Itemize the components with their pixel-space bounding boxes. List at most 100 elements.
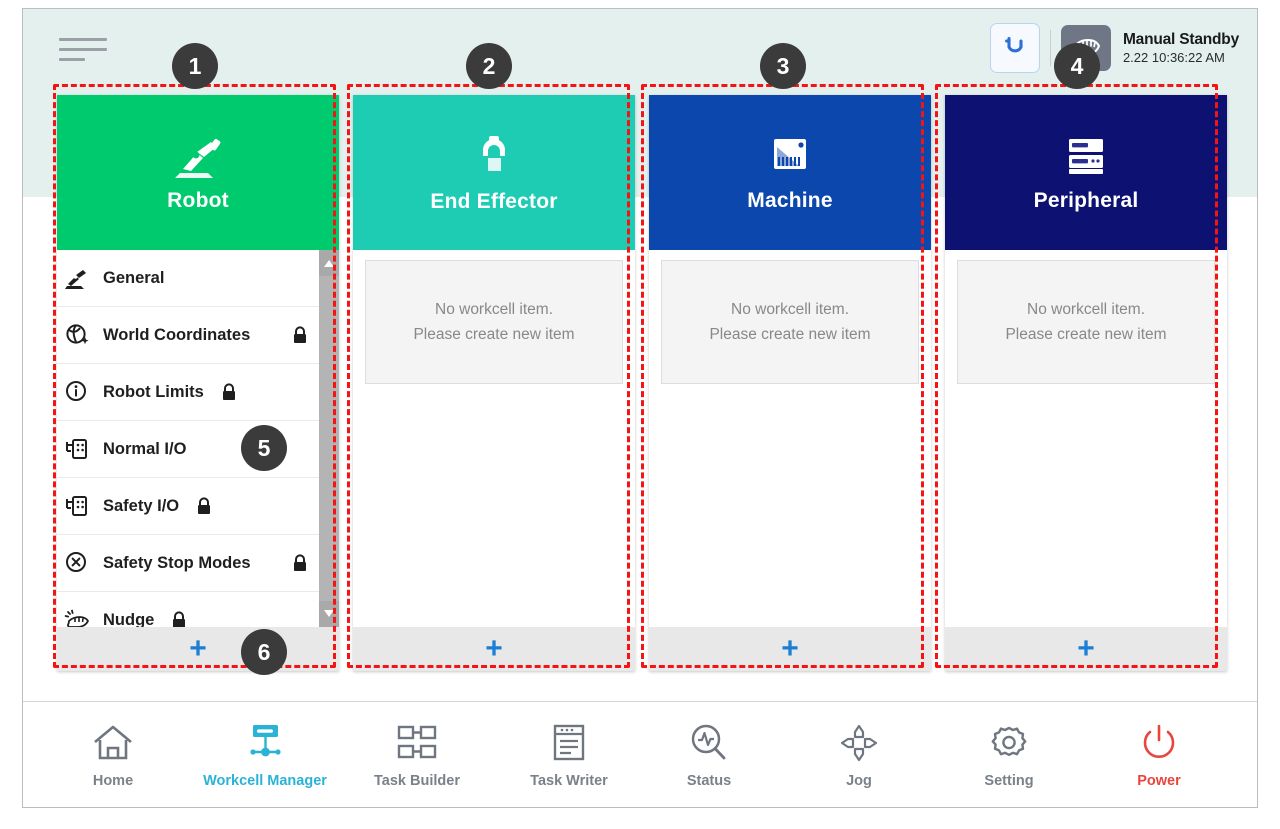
circular-arrow-glyph [1005,36,1023,53]
list-item-label: Safety Stop Modes [103,553,251,572]
gripper-icon [483,135,505,171]
empty-line-2: Please create new item [1005,325,1167,343]
plus-icon: + [1077,632,1095,665]
list-item-label: Safety I/O [103,496,180,515]
robot-arm-icon [175,138,221,178]
machine-icon [774,138,806,169]
nav-label: Jog [846,773,872,789]
nav-label: Workcell Manager [203,773,327,789]
jog-dpad-icon [836,720,882,766]
list-item-label: Robot Limits [103,382,204,401]
power-icon [1136,720,1182,766]
menu-line [59,57,85,61]
empty-state-end-effector: No workcell item. Please create new item [365,260,623,384]
nav-label: Power [1137,773,1181,789]
io-port-icon [63,492,91,520]
bottom-nav-left: Home Workcell Manager Task Builder [23,720,621,789]
add-robot-button[interactable]: + [57,627,339,671]
hand-glyph [1072,38,1101,55]
card-body-robot: General World Coordinates [57,250,339,627]
status-cluster: Manual Standby 2.22 10:36:22 AM [989,23,1239,73]
nav-label: Home [92,773,134,789]
add-peripheral-button[interactable]: + [945,627,1227,671]
list-item-safety-stop-modes[interactable]: Safety Stop Modes [57,535,319,592]
list-item-nudge[interactable]: Nudge [57,592,319,627]
card-header-robot[interactable]: Robot [57,95,339,250]
card-body-end-effector: No workcell item. Please create new item [353,250,635,627]
hamburger-menu-icon[interactable] [59,31,107,67]
empty-line-2: Please create new item [709,325,871,343]
robot-settings-items: General World Coordinates [57,250,319,627]
robot-arm-icon [63,264,91,292]
nav-item-task-builder[interactable]: Task Builder [365,720,469,789]
nav-item-status[interactable]: Status [657,720,761,789]
card-title: Machine [747,188,833,212]
list-item-label: Nudge [103,610,155,628]
bottom-navigation-bar: Home Workcell Manager Task Builder [23,701,1257,807]
top-status-bar: Manual Standby 2.22 10:36:22 AM [23,9,1257,89]
add-end-effector-button[interactable]: + [353,627,635,671]
robot-settings-list: General World Coordinates [57,250,339,627]
list-item-general[interactable]: General [57,250,319,307]
circular-arrow-icon[interactable] [989,23,1040,73]
status-magnifier-icon [686,720,732,766]
list-item-world-coordinates[interactable]: World Coordinates [57,307,319,364]
list-item-label: World Coordinates [103,325,251,344]
nav-label: Setting [984,773,1034,789]
gear-icon [986,720,1032,766]
list-item-robot-limits[interactable]: Robot Limits [57,364,319,421]
home-icon [90,720,136,766]
empty-line-2: Please create new item [413,325,575,343]
mode-title: Manual Standby [1122,31,1239,49]
workcell-cards: Robot General [57,95,1227,671]
lock-icon [291,325,309,345]
task-writer-icon [547,720,591,766]
list-scrollbar[interactable] [319,250,339,627]
card-header-peripheral[interactable]: Peripheral [945,95,1227,250]
nav-item-task-writer[interactable]: Task Writer [517,720,621,789]
card-header-machine[interactable]: Machine [649,95,931,250]
lock-icon [170,610,188,627]
scrollbar-thumb[interactable] [319,275,339,602]
globe-coordinates-icon [63,321,91,349]
empty-line-1: No workcell item. [731,300,849,318]
list-item-normal-io[interactable]: Normal I/O [57,421,319,478]
scroll-down-arrow-icon[interactable] [319,601,339,627]
card-title: Robot [167,188,229,212]
lock-icon [195,496,213,516]
nav-item-workcell-manager[interactable]: Workcell Manager [203,720,327,789]
nav-item-setting[interactable]: Setting [957,720,1061,789]
nav-label: Status [686,773,732,789]
card-body-machine: No workcell item. Please create new item [649,250,931,627]
list-item-label: Normal I/O [103,439,187,458]
stop-octagon-icon [63,549,91,577]
nav-item-jog[interactable]: Jog [807,720,911,789]
nav-item-home[interactable]: Home [61,720,165,789]
add-machine-button[interactable]: + [649,627,931,671]
teach-pendant-screen: Manual Standby 2.22 10:36:22 AM Robot [22,8,1258,808]
task-builder-icon [393,720,441,766]
scroll-up-arrow-icon[interactable] [319,250,339,276]
menu-line [59,37,107,41]
card-header-end-effector[interactable]: End Effector [353,95,635,250]
limits-circle-icon [63,378,91,406]
plus-icon: + [781,632,799,665]
lock-icon [291,553,309,573]
nav-item-power[interactable]: Power [1107,720,1211,789]
list-item-label: General [103,268,165,287]
empty-line-1: No workcell item. [1027,300,1145,318]
nudge-hand-icon [63,606,91,627]
nav-label: Task Writer [530,773,608,789]
empty-state-peripheral: No workcell item. Please create new item [957,260,1215,384]
plus-icon: + [485,632,503,665]
bottom-nav-right: Status Jog Setting [657,720,1257,789]
divider [1049,30,1051,66]
hand-manual-mode-icon[interactable] [1060,25,1111,71]
plus-icon: + [189,632,207,665]
list-item-safety-io[interactable]: Safety I/O [57,478,319,535]
workcell-manager-icon [241,720,289,766]
nav-label: Task Builder [374,773,460,789]
menu-line [59,47,107,51]
card-title: End Effector [430,189,558,213]
